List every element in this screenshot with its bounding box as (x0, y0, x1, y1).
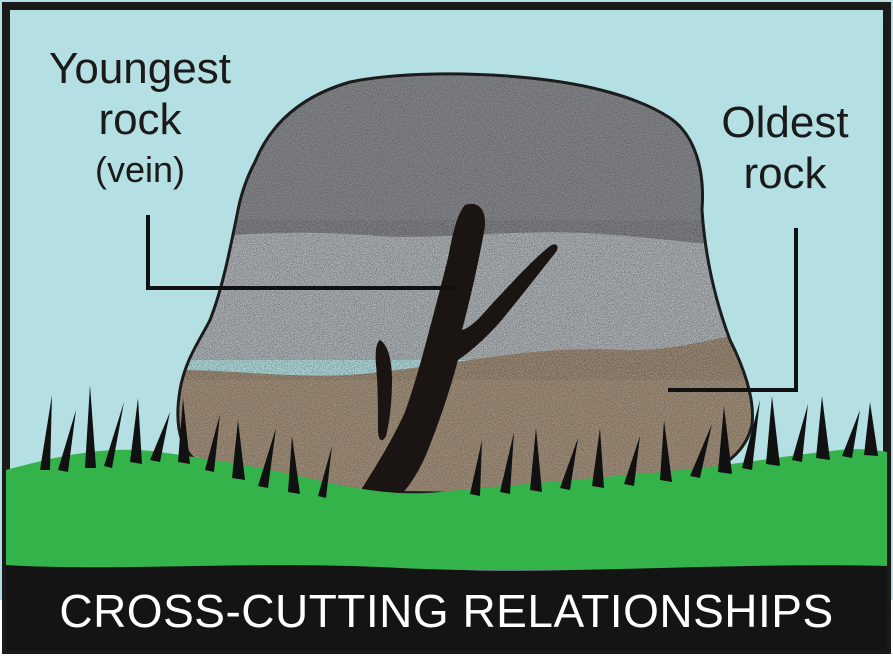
oldest-label-line1: Oldest (690, 98, 880, 149)
oldest-label-line2: rock (690, 149, 880, 200)
oldest-rock-label: Oldest rock (690, 98, 880, 199)
youngest-label-line3: (vein) (10, 149, 270, 190)
youngest-label-line2: rock (10, 95, 270, 146)
youngest-label-line1: Youngest (10, 44, 270, 95)
youngest-rock-label: Youngest rock (vein) (10, 44, 270, 191)
diagram-title: CROSS-CUTTING RELATIONSHIPS (0, 584, 893, 638)
